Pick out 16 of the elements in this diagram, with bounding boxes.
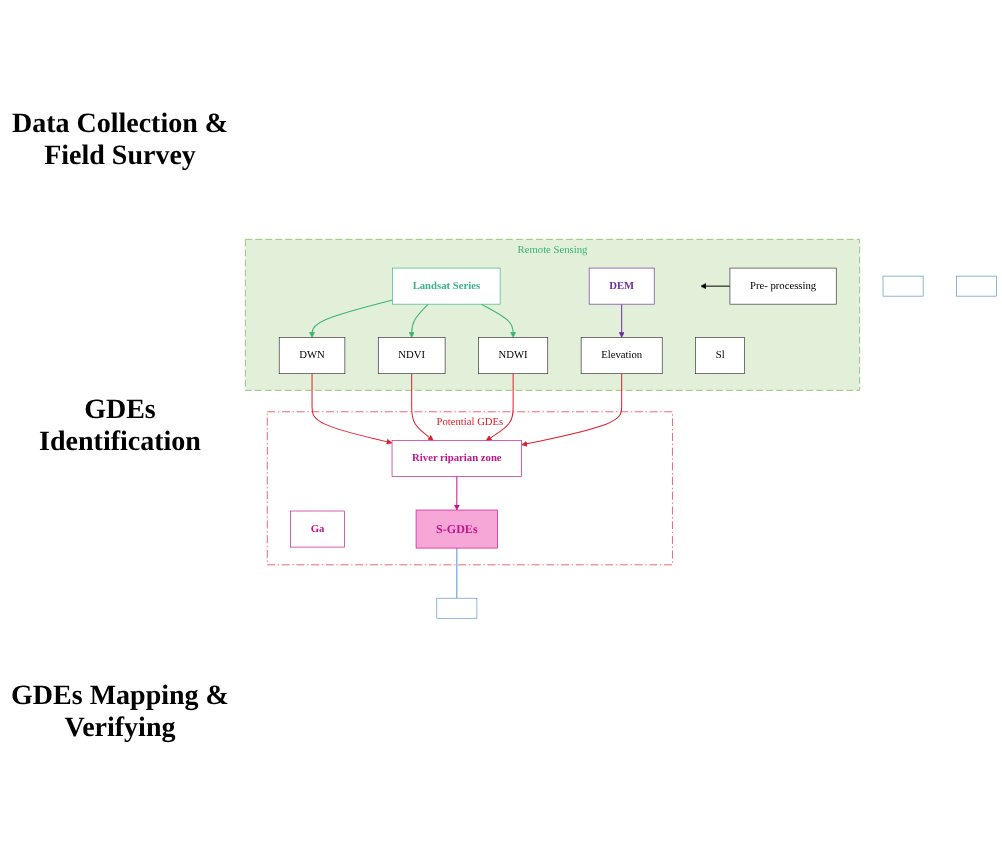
arrow bbox=[480, 302, 517, 338]
arrow bbox=[453, 475, 460, 510]
arrow bbox=[618, 302, 625, 338]
arrow bbox=[700, 282, 731, 289]
arrow bbox=[408, 302, 429, 338]
arrow bbox=[311, 372, 393, 444]
arrow bbox=[309, 298, 394, 338]
node-box bbox=[436, 597, 478, 618]
node-box bbox=[956, 274, 997, 296]
node-box bbox=[882, 274, 924, 296]
arrow bbox=[485, 372, 514, 440]
arrow bbox=[411, 372, 434, 440]
stage-label: GDEs Mapping & Verifying bbox=[9, 681, 231, 746]
stage-label: GDEs Identification bbox=[37, 395, 203, 460]
stage-label: Data Collection & Field Survey bbox=[9, 110, 231, 175]
arrow bbox=[521, 372, 623, 446]
